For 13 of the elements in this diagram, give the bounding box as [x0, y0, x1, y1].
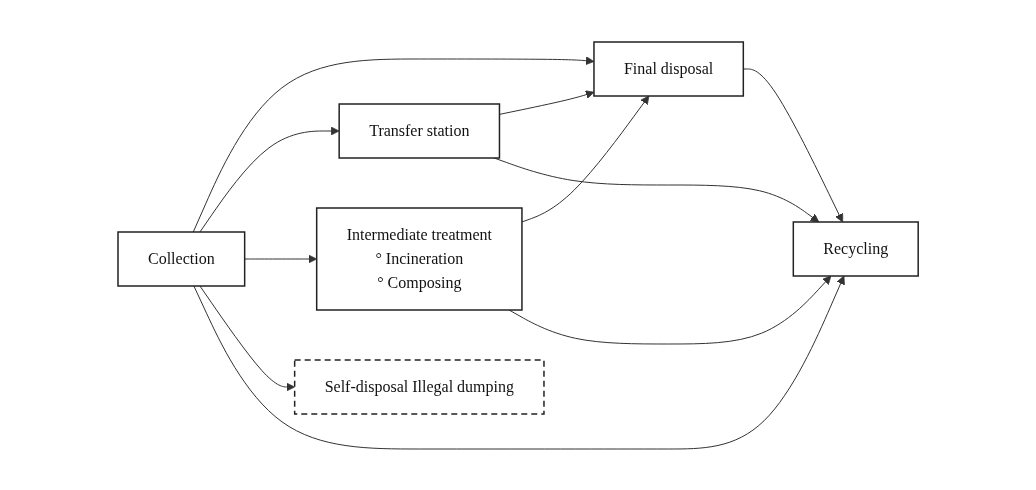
arrow: [508, 275, 832, 344]
node-box: Recycling: [792, 220, 919, 277]
arrow: [521, 95, 650, 222]
arrow: [193, 275, 845, 449]
node-box: Collection: [117, 230, 246, 287]
arrow: [244, 254, 317, 263]
node-box: Final disposal: [593, 40, 744, 97]
arrow: [199, 285, 295, 391]
arrow: [199, 126, 340, 232]
node-box: Intermediate treatment ° Incineration ° Composing: [315, 206, 523, 311]
arrow: [192, 55, 595, 232]
node-box: Self-disposal Illegal dumping: [293, 358, 545, 415]
node-box: Transfer station: [338, 102, 501, 159]
